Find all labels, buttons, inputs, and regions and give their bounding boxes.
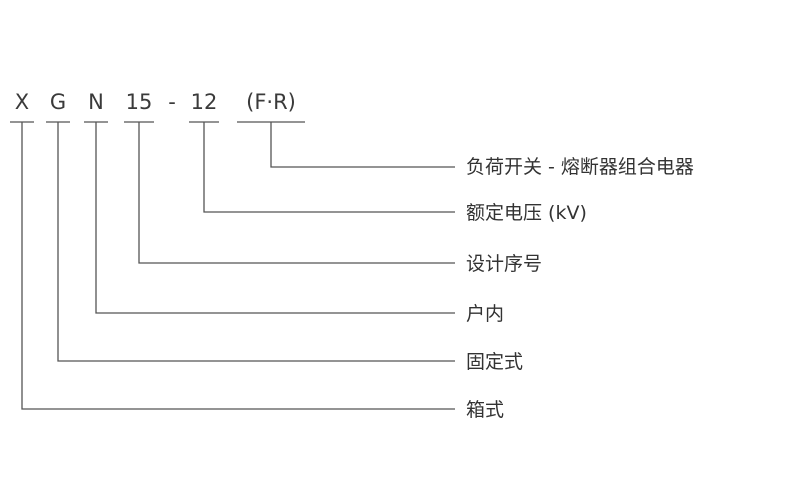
code-part-g: G: [50, 90, 66, 114]
leader-lines: [21, 122, 455, 410]
code-part-series: 15: [126, 90, 153, 114]
code-part-suffix: (F·R): [246, 90, 296, 114]
desc-design-number: 设计序号: [466, 253, 542, 275]
code-part-x: X: [15, 90, 29, 114]
code-part-n: N: [88, 90, 104, 114]
desc-fixed-type: 固定式: [466, 351, 523, 373]
code-part-voltage: 12: [191, 90, 218, 114]
model-code: X G N 15 - 12 (F·R): [15, 90, 296, 114]
desc-load-switch-fuse-combination: 负荷开关 - 熔断器组合电器: [466, 156, 694, 178]
leader-line-x: [21, 122, 455, 410]
leader-line-g: [57, 122, 455, 362]
desc-box-type: 箱式: [466, 399, 504, 421]
leader-line-series: [138, 122, 455, 264]
desc-rated-voltage: 额定电压 (kV): [466, 202, 587, 224]
code-part-dash: -: [168, 90, 176, 114]
leader-line-voltage: [203, 122, 455, 213]
desc-indoor: 户内: [466, 303, 504, 325]
descriptions: 负荷开关 - 熔断器组合电器 额定电压 (kV) 设计序号 户内 固定式 箱式: [466, 156, 694, 421]
leader-line-n: [95, 122, 455, 314]
leader-line-suffix: [270, 122, 455, 168]
